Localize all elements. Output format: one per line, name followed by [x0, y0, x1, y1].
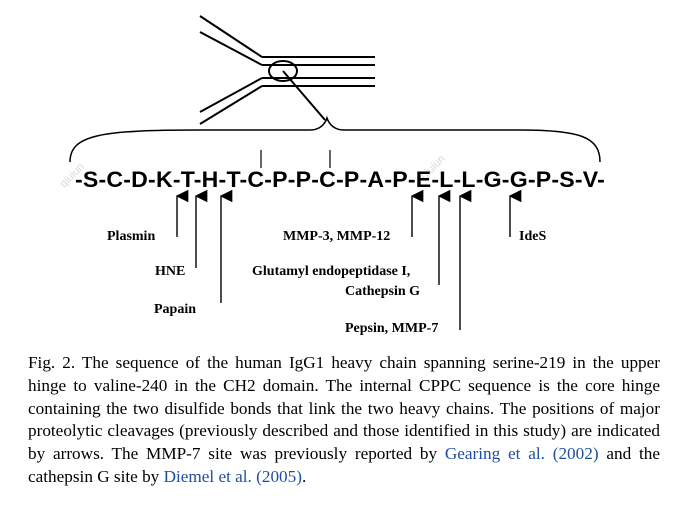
- label-mmp3-mmp12: MMP-3, MMP-12: [283, 229, 390, 244]
- sequence-brace: [69, 115, 601, 163]
- igg1-sequence: -S-C-D-K-T-H-T-C-P-P-C-P-A-P-E-L-L-G-G-P…: [75, 167, 605, 192]
- label-plasmin: Plasmin: [107, 229, 155, 244]
- label-papain: Papain: [154, 302, 196, 317]
- reference-link-gearing[interactable]: Gearing et al. (2002): [444, 444, 599, 464]
- igg1-hinge-figure: qiuiun qiuiun -S-C-D-K-T-H-T-C-P-P-C-P-A…: [58, 15, 605, 336]
- figure-caption: Fig. 2. The sequence of the human IgG1 h…: [28, 352, 660, 489]
- antibody-diagram: [199, 15, 375, 125]
- label-hne: HNE: [155, 264, 185, 279]
- caption-text-3: .: [301, 466, 307, 486]
- label-pepsin-mmp7: Pepsin, MMP-7: [345, 321, 438, 336]
- label-cathepsin-g: Cathepsin G: [345, 284, 420, 299]
- caption-text-2: and the cathepsin G site by: [28, 444, 660, 486]
- reference-link-diemel[interactable]: Diemel et al. (2005): [163, 466, 302, 486]
- label-ides: IdeS: [519, 229, 546, 244]
- caption-text-1: Fig. 2. The sequence of the human IgG1 h…: [28, 353, 660, 464]
- label-glutamyl: Glutamyl endopeptidase I,: [252, 264, 410, 279]
